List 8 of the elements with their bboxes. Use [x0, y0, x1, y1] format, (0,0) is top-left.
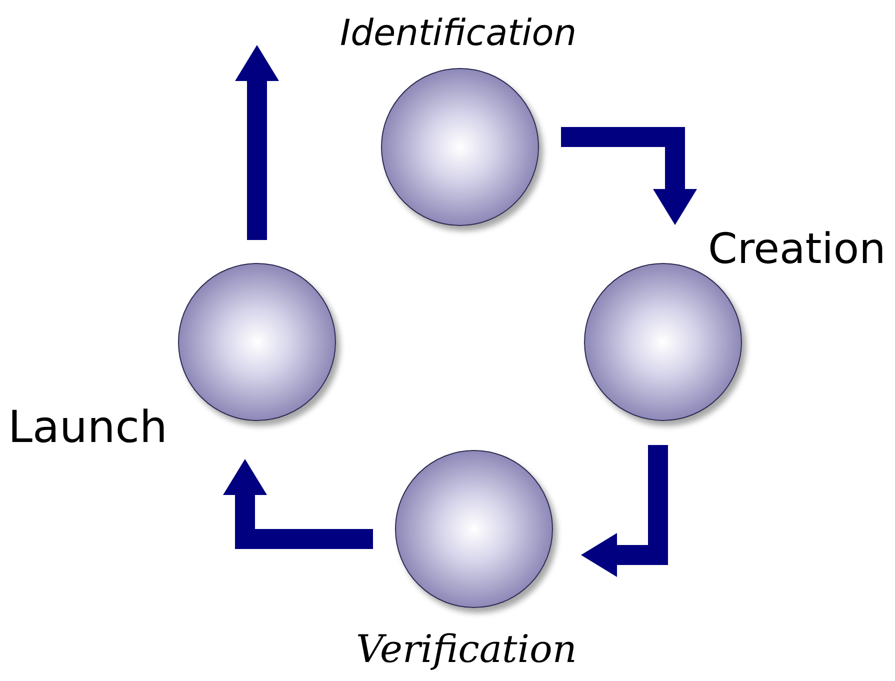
bent-arrow [581, 445, 668, 577]
stage-label: Identification [340, 16, 577, 52]
bent-arrow [235, 45, 279, 240]
stage-label: Launch [8, 406, 168, 450]
stage-label: Verification [356, 630, 577, 668]
bent-arrow [223, 459, 373, 549]
stage-label: Creation [708, 228, 886, 270]
bent-arrow [561, 127, 697, 225]
